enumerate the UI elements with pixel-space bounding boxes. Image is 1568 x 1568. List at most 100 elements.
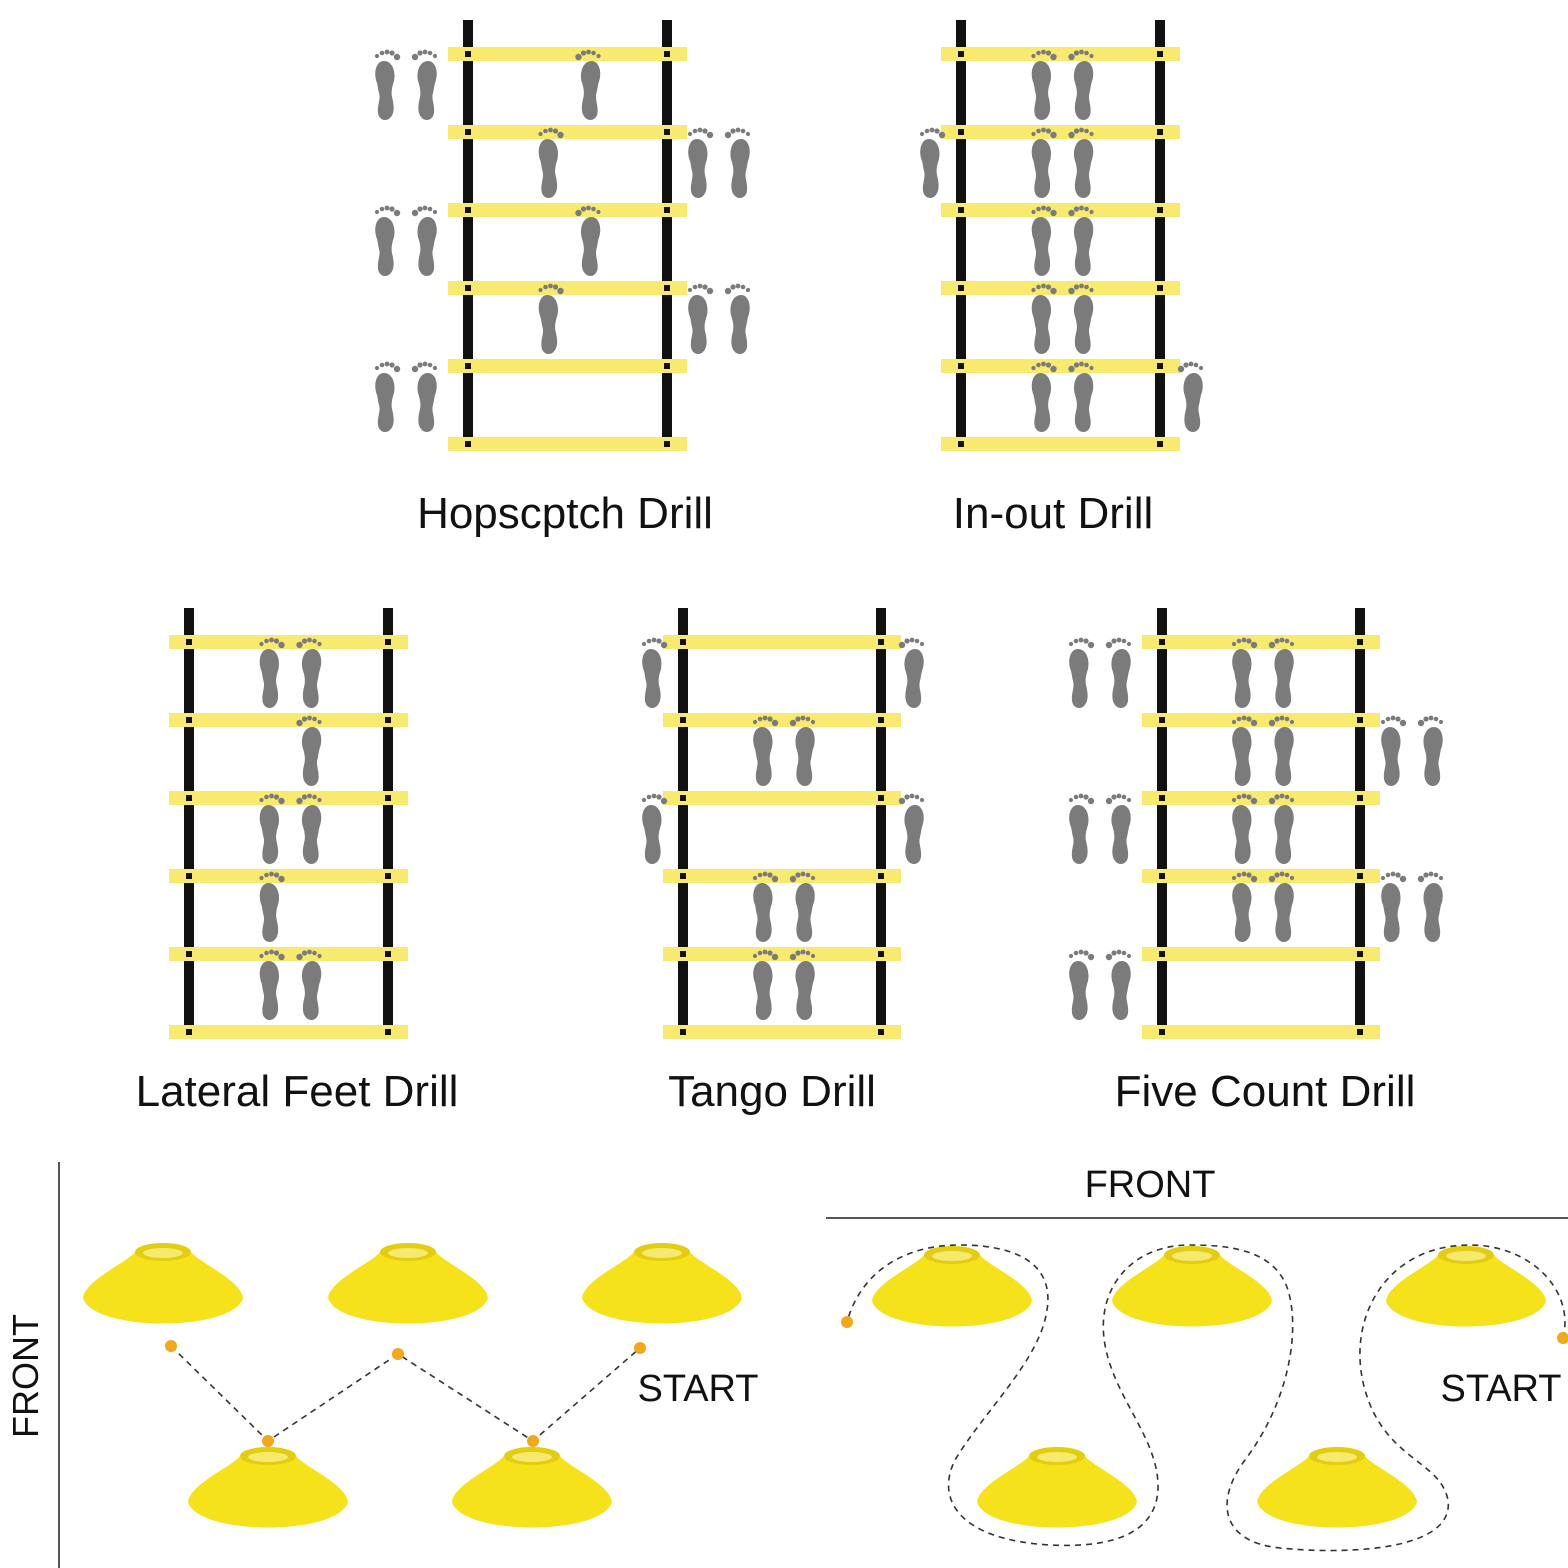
drill-title: In-out Drill <box>953 489 1154 538</box>
ladder-rung <box>1142 869 1380 883</box>
rung-clip <box>878 795 884 801</box>
footprint-left-icon <box>1380 715 1407 787</box>
start-label: START <box>637 1368 758 1410</box>
rung-clip <box>958 51 964 57</box>
footprint-right-icon <box>1105 793 1132 865</box>
rung-clip <box>1159 873 1165 879</box>
ladder-rung <box>169 947 408 961</box>
rung-clip <box>1157 441 1163 447</box>
ladder <box>1068 608 1444 1039</box>
rung-clip <box>1157 285 1163 291</box>
rung-clip <box>465 441 471 447</box>
footprint-left-icon <box>687 127 714 199</box>
drill-hopscotch: Hopscptch Drill <box>374 20 751 538</box>
rung-clip <box>385 795 391 801</box>
ladder-rail-left <box>184 608 194 1038</box>
rung-clip <box>1357 795 1363 801</box>
ladder-rung <box>1142 635 1380 649</box>
cone-icon <box>1386 1246 1546 1327</box>
ladder-rung <box>663 1025 901 1039</box>
rung-clip <box>664 207 670 213</box>
ladder-rung <box>663 713 901 727</box>
front-label: FRONT <box>5 1314 46 1438</box>
cone-icon <box>1257 1447 1417 1528</box>
rung-clip <box>465 129 471 135</box>
ladder <box>169 608 408 1039</box>
ladder-rung <box>663 947 901 961</box>
cone-icon <box>83 1243 243 1324</box>
rung-clip <box>1159 795 1165 801</box>
ladder-rail-left <box>463 20 473 450</box>
ladder-rung <box>941 281 1180 295</box>
rung-clip <box>878 951 884 957</box>
footprint-left-icon <box>687 283 714 355</box>
cone-icon <box>452 1447 612 1528</box>
footprint-right-icon <box>724 127 751 199</box>
ladder-rung <box>448 125 687 139</box>
ladder-rung <box>663 635 901 649</box>
footprint-right-icon <box>1417 715 1444 787</box>
footprint-right-icon <box>411 49 438 121</box>
ladder-rung <box>448 281 687 295</box>
rung-clip <box>680 951 686 957</box>
rung-clip <box>385 873 391 879</box>
rung-clip <box>465 207 471 213</box>
path-dot <box>634 1342 646 1354</box>
ladder-rung <box>448 203 687 217</box>
cone-group <box>83 1243 742 1528</box>
rung-clip <box>385 717 391 723</box>
rung-clip <box>680 873 686 879</box>
ladder-rung <box>663 869 901 883</box>
ladder-rung <box>448 359 687 373</box>
footprint-right-icon <box>724 283 751 355</box>
drill-tango: Tango Drill <box>641 608 925 1116</box>
cone-group <box>872 1246 1546 1528</box>
ladder <box>374 20 751 451</box>
drill-title: Hopscptch Drill <box>417 489 713 538</box>
ladder-rail-right <box>662 20 672 450</box>
footprint-left-icon <box>1068 793 1095 865</box>
footprint-right-icon <box>1417 871 1444 943</box>
rung-clip <box>680 795 686 801</box>
start-label: START <box>1440 1368 1561 1410</box>
weave-path <box>846 1244 1566 1552</box>
rung-clip <box>186 639 192 645</box>
footprint-right-icon <box>411 205 438 277</box>
ladder-rung <box>169 713 408 727</box>
rung-clip <box>186 717 192 723</box>
rung-clip <box>680 717 686 723</box>
zigzag-path <box>170 1345 641 1443</box>
rung-clip <box>1159 951 1165 957</box>
path-dot <box>841 1316 853 1328</box>
rung-clip <box>1157 207 1163 213</box>
ladder-rung <box>1142 1025 1380 1039</box>
ladder-rung <box>169 635 408 649</box>
drill-five-count: Five Count Drill <box>1068 608 1444 1116</box>
rung-clip <box>664 51 670 57</box>
drill-title: Lateral Feet Drill <box>136 1067 459 1116</box>
footprint-left-icon <box>1380 871 1407 943</box>
drill-lateral-feet: Lateral Feet Drill <box>136 608 459 1116</box>
ladder-rung <box>941 437 1180 451</box>
cone-weave-drill: FRONT START <box>826 1164 1568 1552</box>
ladder-rail-right <box>1155 20 1165 450</box>
front-label: FRONT <box>1085 1164 1216 1206</box>
footprint-left-icon <box>374 49 401 121</box>
footprint-right-icon <box>898 793 925 865</box>
ladder-rail-left <box>956 20 966 450</box>
ladder-rung <box>941 125 1180 139</box>
path-dot <box>165 1340 177 1352</box>
rung-clip <box>1357 717 1363 723</box>
rung-clip <box>878 873 884 879</box>
ladder-rail-right <box>1355 608 1365 1038</box>
rung-clip <box>385 1029 391 1035</box>
ladder-rung <box>941 203 1180 217</box>
footprint-left-icon <box>374 205 401 277</box>
footprint-left-icon <box>1068 637 1095 709</box>
rung-clip <box>1157 363 1163 369</box>
rung-clip <box>680 1029 686 1035</box>
rung-clip <box>958 441 964 447</box>
footprint-right-icon <box>411 361 438 433</box>
ladder-rung <box>1142 713 1380 727</box>
